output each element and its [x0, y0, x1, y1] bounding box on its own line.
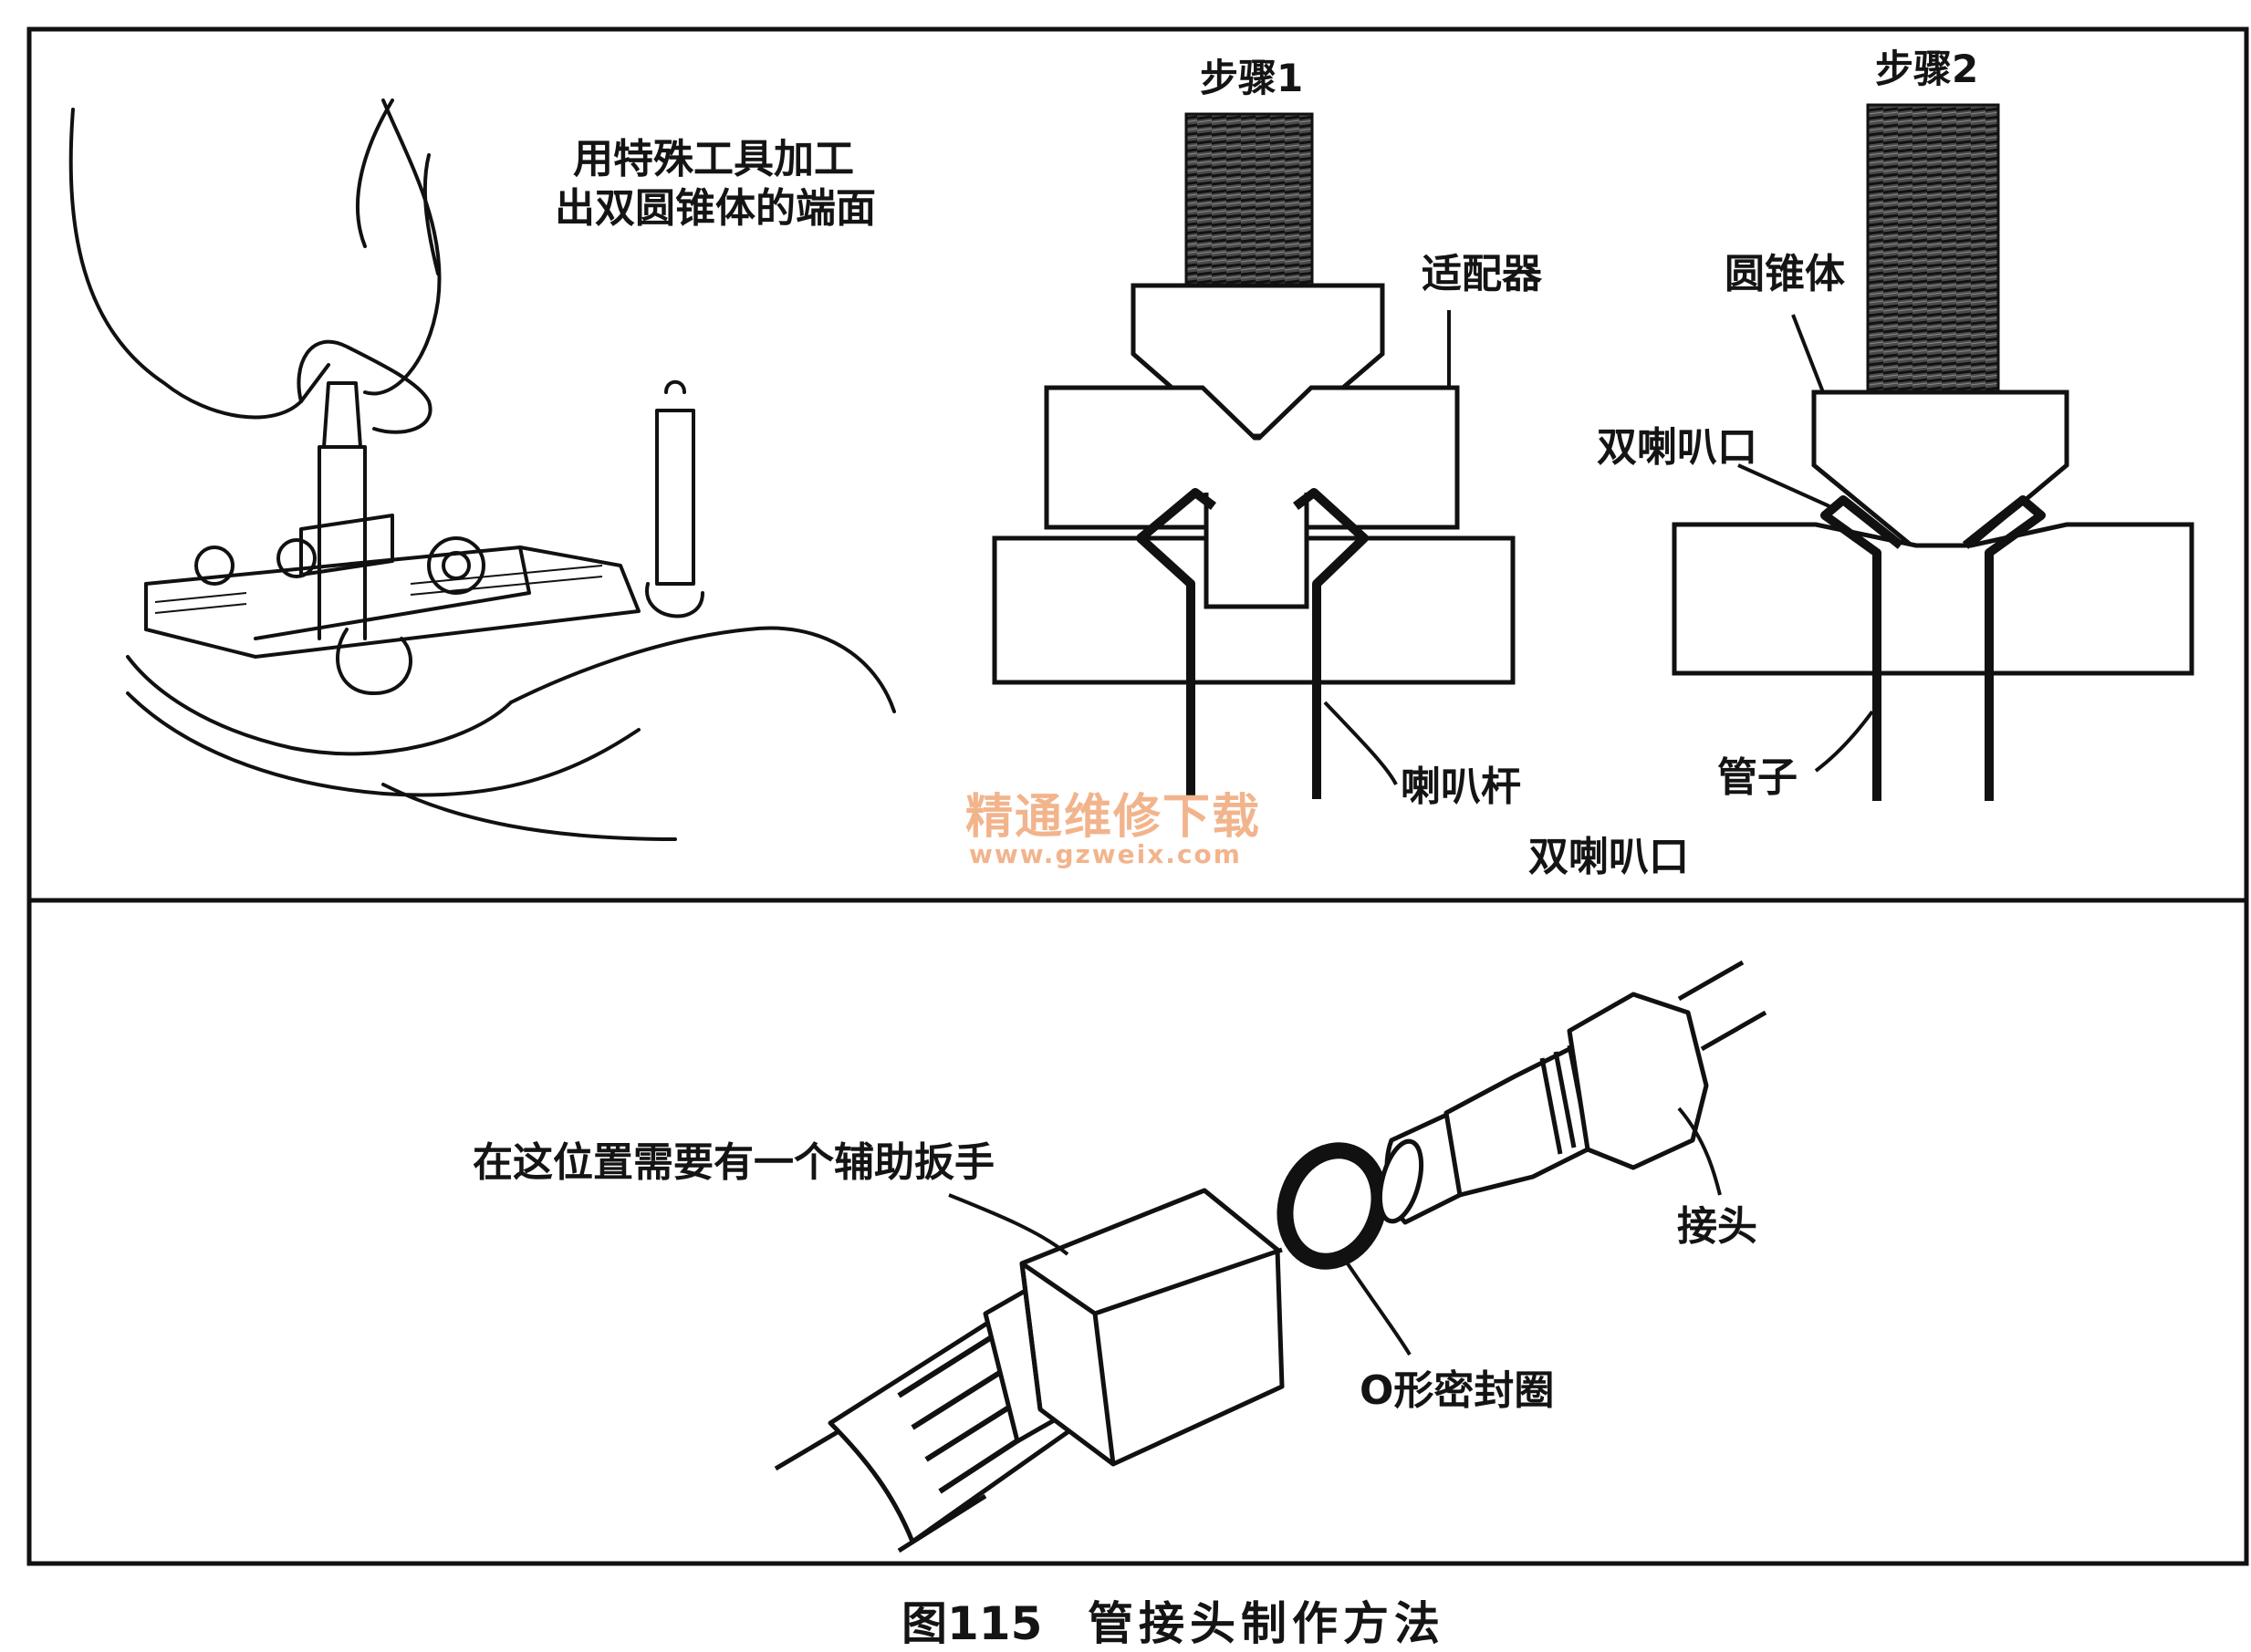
figure-title: 管接头制作方法 [1088, 1597, 1445, 1650]
step2-pipe-left [1820, 495, 1904, 801]
watermark-url: www.gzweix.com [969, 839, 1242, 869]
tool-caption-line1: 用特殊工具加工 [573, 136, 854, 182]
fitting-hex [1567, 992, 1709, 1170]
step2-thread [1866, 103, 2000, 394]
bottom-caption-double-flare: 双喇叭口 [1528, 834, 1689, 880]
double-flare-label: 双喇叭口 [1597, 424, 1757, 471]
double-flare-leader [1737, 463, 1830, 508]
flare-rod-label: 喇叭杆 [1401, 764, 1521, 810]
step2-diagram [1672, 103, 2194, 801]
step2-title: 步骤2 [1875, 47, 1979, 91]
o-ring-label: O形密封圈 [1360, 1367, 1555, 1414]
flaring-tool-illustration [68, 99, 896, 841]
hex-nut [1019, 1188, 1285, 1467]
cone-leader [1791, 314, 1825, 393]
cone-label: 圆锥体 [1725, 251, 1845, 297]
step1-thread [1184, 112, 1314, 287]
o-ring-leader [1339, 1252, 1412, 1356]
hose-assembly [774, 960, 1767, 1553]
tool-shading [154, 565, 603, 614]
tool-caption-line2: 出双圆锥体的端面 [555, 185, 876, 232]
wrench-leader [948, 1193, 1069, 1256]
fitting-label: 接头 [1677, 1203, 1757, 1250]
fitting-leader [1677, 1107, 1722, 1196]
step1-title: 步骤1 [1200, 56, 1304, 100]
fitting-pipe [1677, 960, 1767, 1052]
step2-pipe-right [1962, 495, 2046, 801]
step1-base-block [992, 535, 1516, 685]
pipe-leader [1814, 710, 1874, 773]
step2-base-block [1672, 522, 2194, 676]
bottom-panel-frame [26, 898, 2249, 1566]
watermark-title: 精通维修下载 [965, 790, 1262, 845]
adapter-label: 适配器 [1422, 251, 1542, 297]
o-ring [1277, 1142, 1388, 1270]
flare-rod-leader [1323, 701, 1398, 785]
step1-pipe-right [1293, 488, 1369, 799]
pipe-label: 管子 [1717, 754, 1798, 801]
step1-diagram [992, 112, 1516, 799]
step1-adapter-block [1044, 385, 1460, 530]
figure-number: 图115 [901, 1597, 1043, 1650]
step1-flare-rod [1204, 493, 1309, 609]
step1-pipe-left [1136, 488, 1216, 799]
wrench-note: 在这位置需要有一个辅助扳手 [473, 1139, 995, 1186]
